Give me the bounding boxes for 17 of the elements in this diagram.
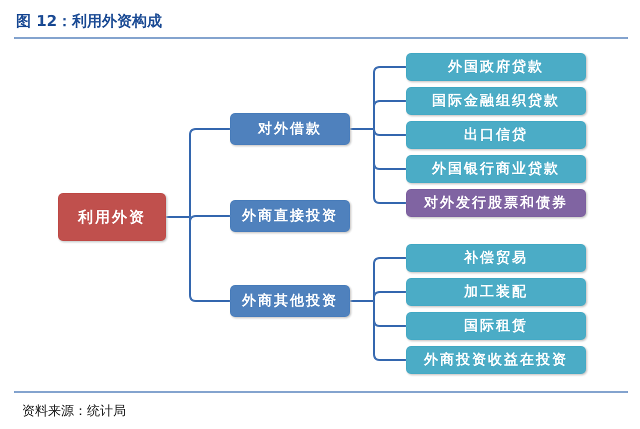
category-box: 外国银行商业贷款 bbox=[406, 155, 586, 183]
category-box: 外国政府贷款 bbox=[406, 53, 586, 81]
category-box: 加工装配 bbox=[406, 278, 586, 306]
category-box: 国际租赁 bbox=[406, 312, 586, 340]
source-note: 资料来源：统计局 bbox=[22, 403, 126, 420]
category-box: 外商其他投资 bbox=[230, 285, 350, 317]
category-box: 出口信贷 bbox=[406, 121, 586, 149]
bracket-connector bbox=[350, 128, 406, 204]
category-box: 补偿贸易 bbox=[406, 244, 586, 272]
category-box: 对外发行股票和债券 bbox=[406, 189, 586, 217]
category-box: 对外借款 bbox=[230, 113, 350, 145]
bracket-connector bbox=[350, 300, 406, 361]
category-box: 外商投资收益在投资 bbox=[406, 346, 586, 374]
category-box: 国际金融组织贷款 bbox=[406, 87, 586, 115]
figure-title: 图 12：利用外资构成 bbox=[16, 12, 162, 31]
category-box: 外商直接投资 bbox=[230, 200, 350, 232]
category-box: 利用外资 bbox=[58, 193, 166, 241]
